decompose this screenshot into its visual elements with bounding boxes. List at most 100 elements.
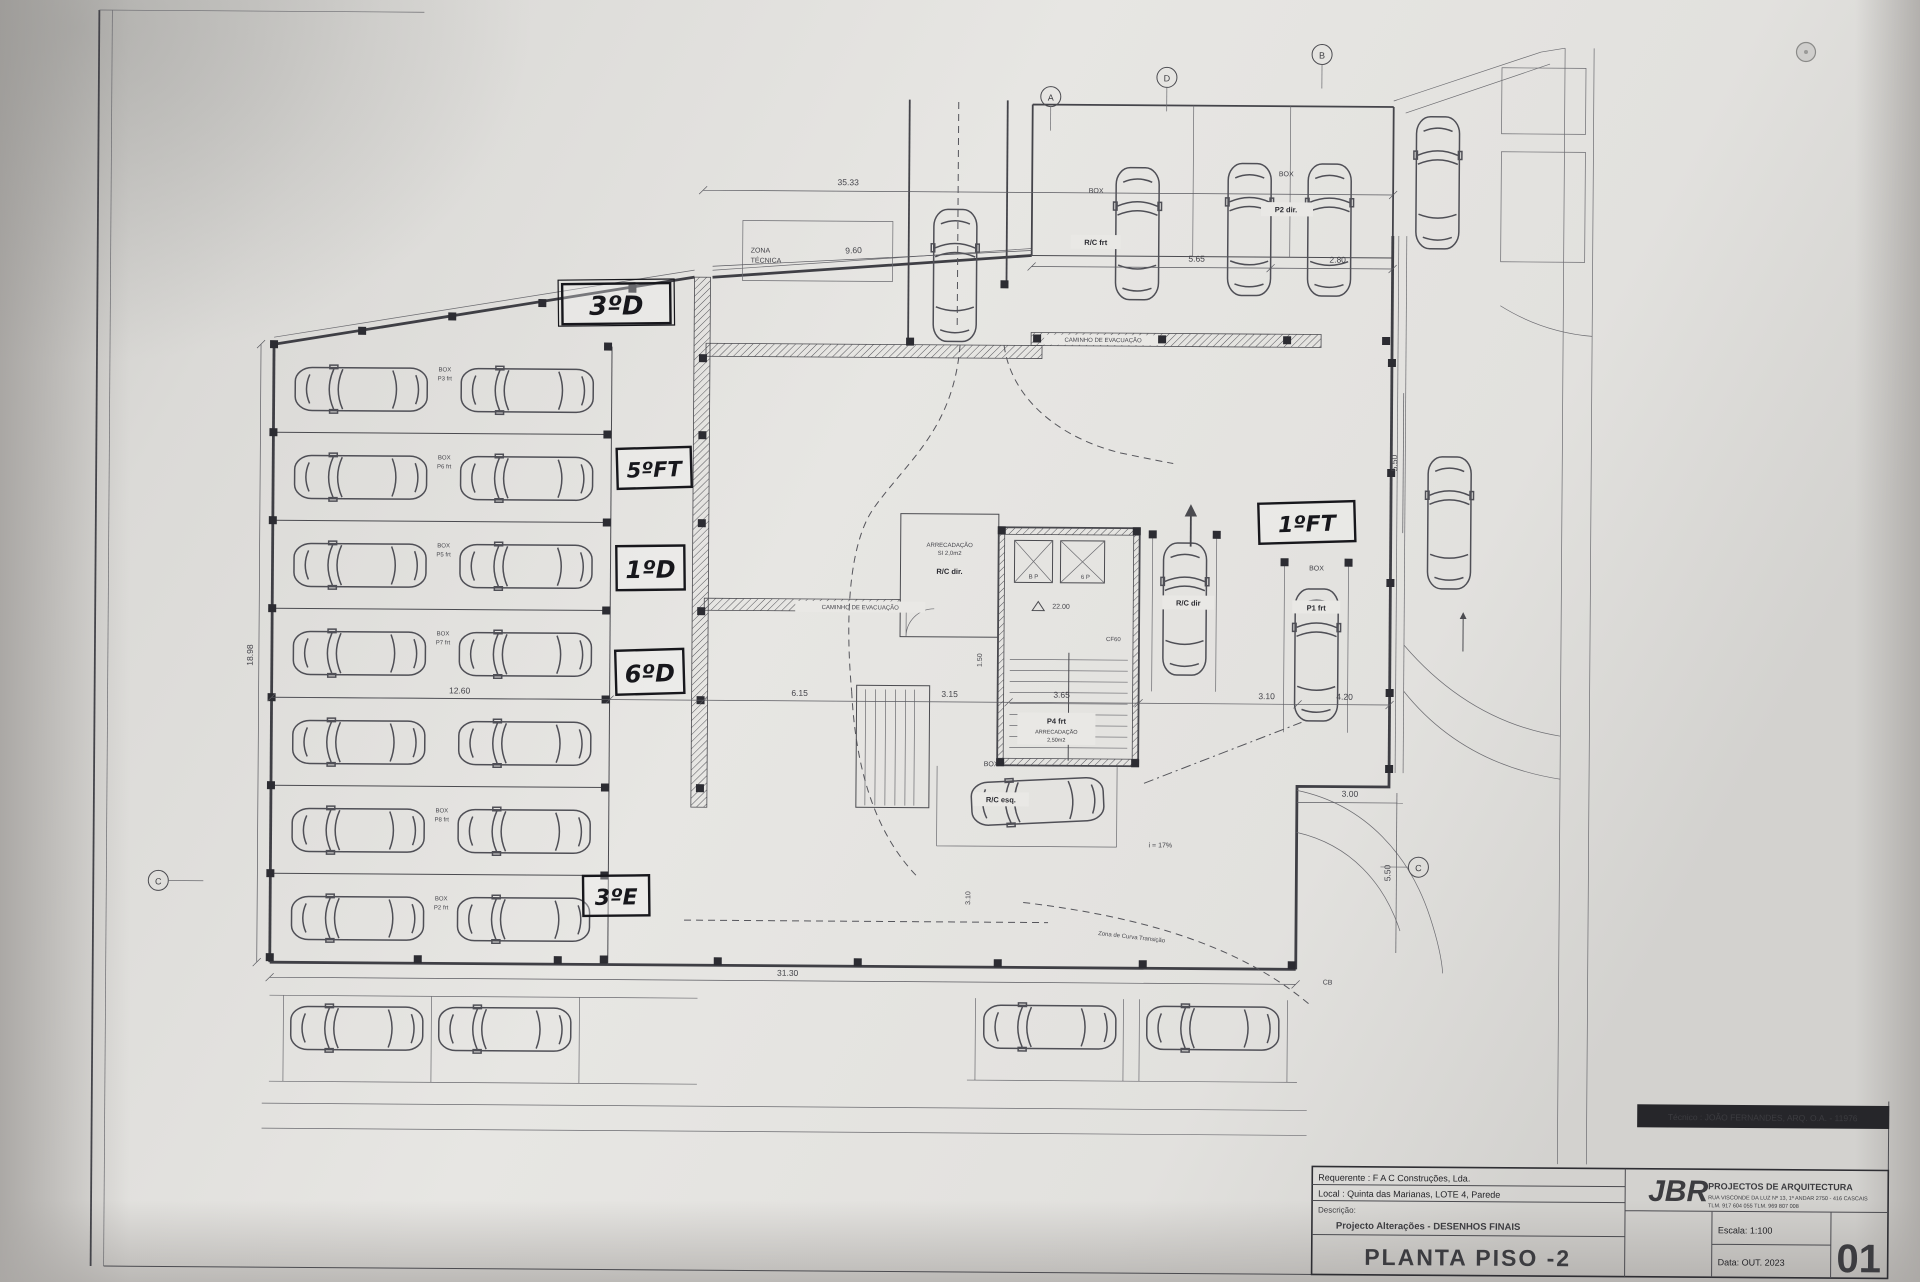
dim-mid-c: 3.65 — [1053, 690, 1070, 700]
firm-name: PROJECTOS DE ARQUITECTURA — [1708, 1181, 1853, 1192]
handwritten-tag-5ft: 5ºFT — [615, 445, 693, 491]
elevator-label: 6 P — [1081, 575, 1090, 581]
stall-unit-label: P7 frt — [436, 640, 451, 646]
stall-unit-label: P8 frt — [435, 817, 450, 823]
planter — [1500, 151, 1586, 263]
stall-unit-label: P6 frt — [437, 464, 452, 470]
label-backing — [1292, 600, 1341, 614]
label-backing — [1070, 234, 1121, 250]
evacuation-path-label: CAMINHO DE EVACUAÇÃO — [1064, 337, 1142, 345]
label-backing — [1260, 202, 1314, 217]
planter — [1501, 67, 1587, 135]
storage-label: ARRECADAÇÃO — [1035, 729, 1078, 736]
rc-esq-label: R/C esq. — [986, 795, 1016, 804]
label-backing — [1017, 712, 1096, 745]
elevator-label: B P — [1029, 574, 1039, 580]
storage-area-label: 2,50m2 — [1047, 738, 1065, 744]
dim-step: 3.00 — [1342, 789, 1359, 799]
firm-address-1: RUA VISCONDE DA LUZ Nº 13, 1º ANDAR 2750… — [1708, 1194, 1868, 1202]
p1-frt-label: P1 frt — [1307, 603, 1327, 612]
label-backing — [972, 792, 1029, 807]
svg-text:3ºD: 3ºD — [589, 291, 644, 322]
dimensions: 35.33 9.60 5.65 2.80 18.98 12.60 6.15 3.… — [245, 177, 1405, 989]
dim-mid-e: 4.20 — [1336, 692, 1353, 702]
central-core: B P 6 P P4 frt ARRECADAÇÃO 2,50m2 CF60 2… — [996, 526, 1141, 768]
stall-unit-label: P3 frt — [438, 376, 453, 382]
firm-initials: JBR — [1648, 1175, 1709, 1208]
box-label: BOX — [435, 896, 448, 902]
elevator-shaft — [1013, 539, 1054, 584]
date-row: Data: OUT. 2023 — [1718, 1257, 1785, 1267]
rc-dir-room-label: R/C dir. — [936, 567, 962, 576]
description-label: Descrição: — [1318, 1206, 1356, 1215]
title-block: Técnico : JOÃO FERNANDES, ARQ. O.A. - 11… — [1310, 1104, 1890, 1281]
grid-marker-d: D — [1164, 73, 1171, 83]
dim-right-b: 5.50 — [1382, 864, 1392, 881]
level-value: 22.00 — [1052, 604, 1070, 611]
slope-label: i = 17% — [1149, 842, 1173, 849]
firm-address-2: TLM. 917 604 055 TLM. 969 807 008 — [1708, 1203, 1799, 1210]
pedestrian-route: CAMINHO DE EVACUAÇÃO — [703, 597, 931, 809]
label-backing — [1162, 595, 1215, 610]
ramp-stairs-treads — [864, 689, 916, 806]
grid-marker-c-left: C — [155, 876, 162, 886]
level-marker-icon — [1031, 600, 1046, 612]
title-block-outline — [1310, 1165, 1890, 1280]
entrance-and-top-boxes: BOX R/C frt BOX P2 dir. CAMINHO DE EVACU… — [742, 162, 1355, 346]
dim-mid-a: 6.15 — [791, 688, 808, 698]
handwritten-annotations: 3ºD 5ºFT 1ºD 6ºD 3ºE 1ºFT — [557, 278, 1357, 918]
stall-unit-label: P5 frt — [436, 552, 451, 558]
outdoor-parking — [261, 994, 1307, 1136]
technician-strip — [1637, 1104, 1890, 1129]
handwritten-tag-1ft: 1ºFT — [1257, 499, 1357, 545]
dim-small-b: 3.10 — [965, 891, 972, 905]
description-text: Projecto Alterações - DESENHOS FINAIS — [1336, 1221, 1520, 1233]
location-row: Local : Quinta das Marianas, LOTE 4, Par… — [1318, 1189, 1500, 1200]
dim-right-a: 5.50 — [1389, 454, 1399, 471]
dim-bottom: 31.30 — [777, 968, 799, 978]
storage-label: ARRECADAÇÃO — [926, 542, 973, 549]
svg-text:6ºD: 6ºD — [624, 659, 675, 688]
box-label: BOX — [439, 367, 452, 373]
handwritten-tag-1d: 1ºD — [615, 544, 686, 592]
dim-small-a: 1.50 — [977, 653, 984, 667]
grid-marker-c-right: C — [1415, 863, 1422, 873]
box-label: BOX — [438, 455, 451, 461]
svg-text:1ºD: 1ºD — [625, 556, 675, 585]
hatched-wall-horizontal — [705, 342, 1043, 359]
elevator-shaft — [1059, 540, 1106, 584]
dim-top-c: 2.80 — [1329, 255, 1346, 265]
handwritten-tag-3e: 3ºE — [581, 874, 651, 918]
requester-row: Requerente : F A C Construções, Lda. — [1318, 1173, 1470, 1184]
hatched-wall-vertical — [690, 276, 711, 808]
grid-markers: A D B C C CB — [147, 44, 1429, 987]
dim-mid-d: 3.10 — [1258, 691, 1275, 701]
punch-hole-center — [1804, 50, 1808, 54]
dim-left-width: 12.60 — [449, 685, 471, 695]
technician-text: Técnico : JOÃO FERNANDES, ARQ. O.A. - 11… — [1668, 1112, 1858, 1123]
grid-marker-b: B — [1319, 50, 1325, 60]
svg-text:5ºFT: 5ºFT — [626, 457, 683, 483]
handwritten-tag-6d: 6ºD — [613, 647, 686, 697]
svg-text:3ºE: 3ºE — [595, 885, 638, 910]
box-label: BOX — [1279, 171, 1294, 178]
drawing-title: PLANTA PISO -2 — [1364, 1244, 1571, 1271]
grid-marker-cb: CB — [1323, 980, 1333, 987]
rc-frt-label: R/C frt — [1084, 238, 1107, 247]
street-context — [1393, 47, 1595, 1165]
scale-row: Escala: 1:100 — [1718, 1225, 1773, 1235]
dim-top-b: 5.65 — [1188, 254, 1205, 264]
handwritten-tag-3d: 3ºD — [557, 278, 676, 327]
zona-tecnica-label: ZONA — [751, 248, 771, 255]
box-label: BOX — [1309, 565, 1324, 572]
p4-frt-label: P4 frt — [1047, 717, 1067, 726]
rc-dir-car-label: R/C dir — [1176, 599, 1201, 608]
dim-overall-top: 35.33 — [838, 177, 860, 187]
cf60-label: CF60 — [1106, 637, 1121, 643]
box-label: BOX — [437, 631, 450, 637]
label-backing — [1044, 334, 1163, 346]
stall-unit-label: P2 frt — [434, 905, 449, 911]
sheet-number: 01 — [1836, 1237, 1881, 1281]
